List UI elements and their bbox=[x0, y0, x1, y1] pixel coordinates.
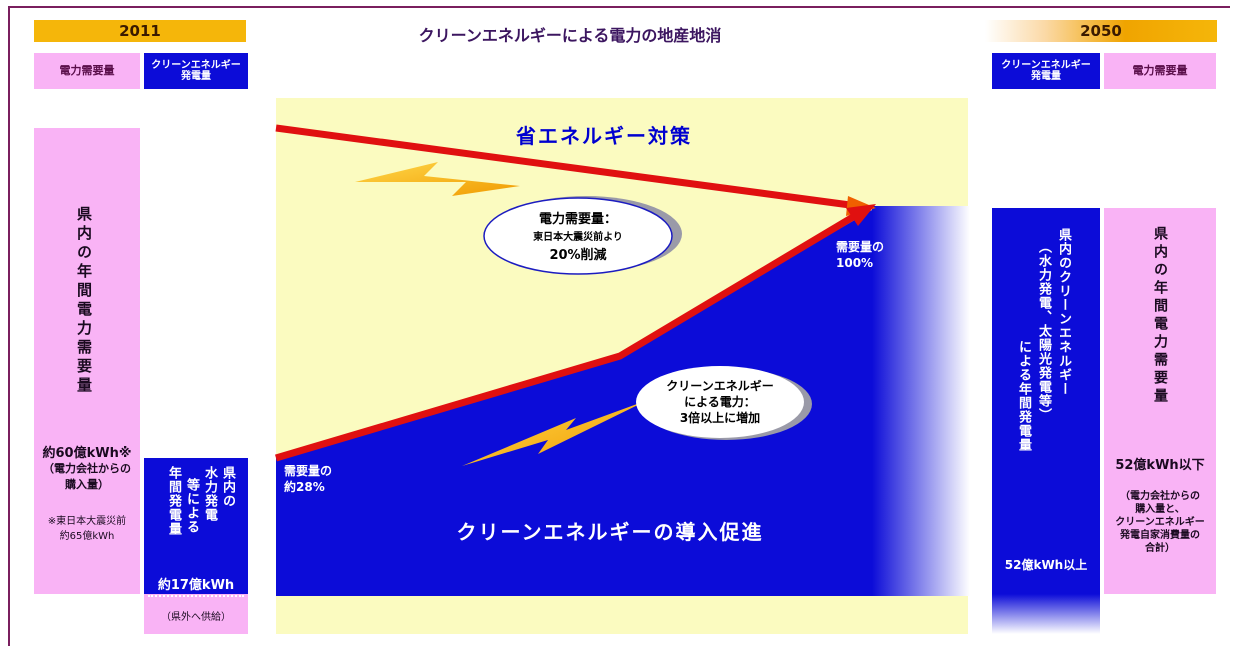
right-clean-value: 52億kWh以上 bbox=[1004, 558, 1088, 572]
demand-reduction-arrow-line bbox=[275, 124, 851, 209]
right-clean-vertical-2: （水力発電、太陽光発電等） bbox=[1036, 240, 1051, 422]
right-demand-header: 電力需要量 bbox=[1104, 53, 1216, 89]
right-clean-header: クリーンエネルギー 発電量 bbox=[992, 53, 1100, 89]
start-share-label: 需要量の 約28% bbox=[284, 464, 333, 494]
left-export-box bbox=[144, 594, 248, 634]
left-demand-vertical-label: 県内の年間電力需要量 bbox=[75, 206, 93, 396]
upper-lightning-icon bbox=[355, 162, 520, 196]
clean-promotion-label: クリーンエネルギーの導入促進 bbox=[456, 520, 764, 544]
right-demand-vertical-label: 県内の年間電力需要量 bbox=[1152, 226, 1168, 406]
demand-bubble-title: 電力需要量： bbox=[538, 212, 617, 227]
left-clean-vertical-2: 水力発電 bbox=[202, 466, 217, 522]
energy-saving-label: 省エネルギー対策 bbox=[516, 124, 692, 148]
diagram-title: クリーンエネルギーによる電力の地産地消 bbox=[418, 26, 722, 45]
left-clean-value: 約17億kWh bbox=[157, 578, 235, 593]
clean-growth-arrow-line bbox=[275, 210, 860, 462]
frame-top-border bbox=[8, 6, 1230, 8]
left-demand-note: ※東日本大震災前 約65億kWh bbox=[47, 516, 127, 542]
right-clean-bar bbox=[992, 208, 1100, 594]
left-export-dotted-line bbox=[148, 595, 244, 597]
left-demand-source: （電力会社からの 購入量） bbox=[43, 462, 131, 491]
left-export-note: （県外へ供給） bbox=[161, 612, 231, 623]
clean-energy-fade bbox=[872, 206, 970, 596]
clean-bubble bbox=[636, 366, 804, 438]
clean-bubble-text: クリーンエネルギー による電力： 3倍以上に増加 bbox=[666, 379, 774, 426]
left-clean-header: クリーンエネルギー 発電量 bbox=[144, 53, 248, 89]
lower-lightning-icon bbox=[462, 400, 648, 466]
right-demand-value: 52億kWh以下 bbox=[1115, 458, 1205, 473]
right-clean-vertical-1: 県内のクリーンエネルギー bbox=[1056, 228, 1071, 396]
left-clean-vertical-3: 等による bbox=[184, 478, 199, 534]
demand-bubble-subtitle: 東日本大震災前より bbox=[533, 232, 623, 243]
right-demand-note: （電力会社からの 購入量と、 クリーンエネルギー 発電自家消費量の 合計） bbox=[1115, 491, 1205, 554]
right-demand-bar bbox=[1104, 208, 1216, 594]
frame-left-border bbox=[8, 6, 10, 646]
year-2011-label: 2011 bbox=[34, 20, 246, 42]
left-demand-header: 電力需要量 bbox=[34, 53, 140, 89]
clean-growth-arrow-head bbox=[846, 204, 876, 226]
demand-bubble-value: 20%削減 bbox=[549, 248, 607, 263]
left-demand-bar bbox=[34, 128, 140, 594]
end-share-label: 需要量の 100% bbox=[836, 240, 885, 270]
left-clean-bar bbox=[144, 458, 248, 594]
year-2050-label: 2050 bbox=[985, 20, 1217, 42]
left-demand-value: 約60億kWh※ bbox=[42, 446, 132, 461]
right-clean-vertical-3: による年間発電量 bbox=[1016, 340, 1031, 452]
clean-energy-area bbox=[276, 210, 872, 596]
left-clean-vertical-4: 年間発電量 bbox=[166, 466, 181, 536]
demand-bubble bbox=[483, 197, 673, 275]
left-clean-vertical-1: 県内の bbox=[220, 466, 235, 508]
right-clean-fade bbox=[992, 594, 1100, 634]
